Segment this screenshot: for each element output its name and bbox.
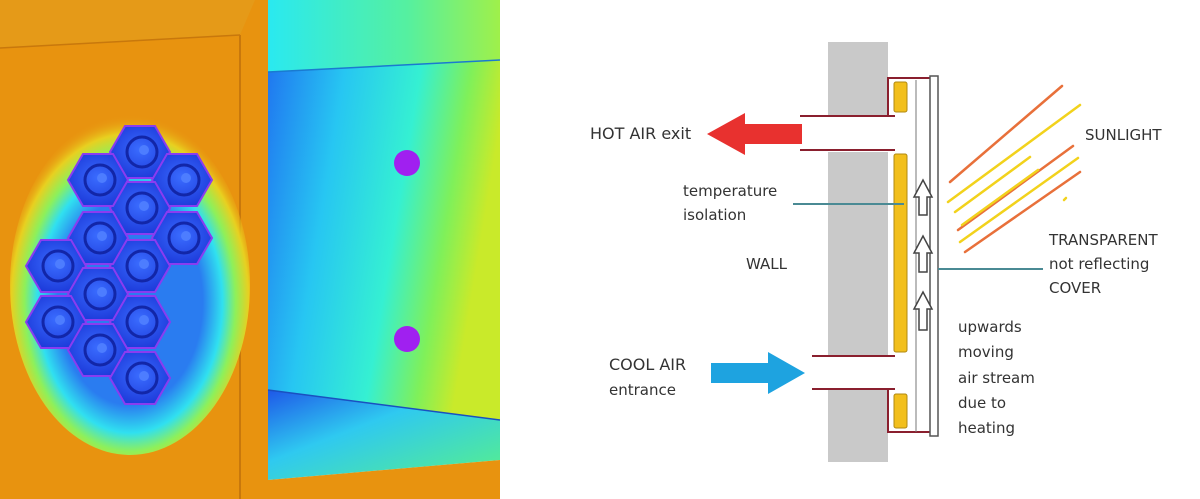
- not-reflecting-label: not reflecting: [1049, 255, 1149, 273]
- wall-block-bottom: [828, 390, 888, 462]
- hex-panel-hub: [97, 173, 107, 183]
- hex-panel-hub: [97, 287, 107, 297]
- hex-panel-hub: [139, 371, 149, 381]
- hex-panel-fan-ring: [83, 221, 117, 255]
- isolation-label: isolation: [683, 206, 746, 224]
- right-wall-surface: [268, 0, 500, 420]
- wall-block-middle: [828, 152, 888, 356]
- hex-panel-fan-ring: [125, 191, 159, 225]
- sun-ray-7: [960, 168, 1040, 227]
- hexagonal-panel-cluster: [24, 125, 214, 405]
- right-wall-lower-frame: [268, 460, 500, 499]
- transparent-label: TRANSPARENT: [1048, 231, 1158, 249]
- hex-panel-fan-ring: [83, 163, 117, 197]
- absorber-bottom: [893, 393, 908, 429]
- sun-ray-3: [953, 155, 1032, 214]
- sun-ray-6: [963, 170, 1082, 254]
- cool-air-label: COOL AIR: [609, 355, 686, 374]
- hex-panel-hub: [55, 315, 65, 325]
- transparent-cover: [929, 75, 939, 437]
- sunlight-label: SUNLIGHT: [1085, 126, 1162, 144]
- hex-panel-fan-ring: [41, 249, 75, 283]
- hex-panel-fan-ring: [41, 305, 75, 339]
- hex-panel-fan-ring: [125, 249, 159, 283]
- hex-panel-fan-ring: [83, 277, 117, 311]
- wall-block-top: [828, 42, 888, 116]
- absorber-top: [893, 81, 908, 113]
- right-wall-top-band: [268, 0, 500, 72]
- airflow-up-arrow-3: [912, 290, 934, 331]
- hex-panel-fan-ring: [125, 305, 159, 339]
- facade-collector-diagram: HOT AIR exit SUNLIGHT temperature isolat…: [590, 42, 1162, 462]
- thermal-simulation-render: [0, 0, 500, 499]
- collector-housing-top: [887, 77, 930, 116]
- cover-label: COVER: [1049, 279, 1101, 297]
- right-wall-corner-line: [267, 59, 500, 73]
- upwards-label-1: upwards: [958, 318, 1022, 336]
- sun-ray-dot: [1062, 196, 1068, 202]
- hex-panel-fan-ring: [167, 221, 201, 255]
- right-wall-floor-line: [267, 389, 500, 421]
- hex-panel-hub: [139, 315, 149, 325]
- left-wall-top-edge: [0, 0, 255, 48]
- hex-panel-hub: [55, 259, 65, 269]
- temperature-label: temperature: [683, 182, 777, 200]
- hex-panel-hub: [97, 231, 107, 241]
- hot-air-label: HOT AIR exit: [590, 124, 691, 143]
- hex-panel-fan-ring: [125, 361, 159, 395]
- airflow-up-arrow-2: [912, 234, 934, 273]
- hex-panel-hub: [139, 145, 149, 155]
- sensor-dot-lower: [394, 326, 420, 352]
- entrance-label: entrance: [609, 381, 676, 399]
- hex-panel-hub: [139, 201, 149, 211]
- hex-panel-hub: [181, 231, 191, 241]
- airflow-up-arrow-1: [912, 178, 934, 216]
- absorber-main: [893, 153, 908, 353]
- hex-panel-hub: [139, 259, 149, 269]
- upwards-label-2: moving: [958, 343, 1014, 361]
- upwards-label-5: heating: [958, 419, 1015, 437]
- hex-panel-fan-ring: [167, 163, 201, 197]
- hex-panel-fan-ring: [83, 333, 117, 367]
- hex-panel-hub: [181, 173, 191, 183]
- sun-ray-5: [958, 156, 1080, 244]
- upwards-label-3: air stream: [958, 369, 1035, 387]
- upwards-label-4: due to: [958, 394, 1006, 412]
- sun-ray-2: [946, 103, 1082, 204]
- hot-air-arrow: [707, 113, 802, 155]
- sun-ray-1: [948, 84, 1064, 184]
- sun-ray-4: [956, 144, 1075, 232]
- wall-label: WALL: [746, 255, 788, 273]
- sensor-dot-upper: [394, 150, 420, 176]
- cool-air-arrow: [711, 352, 805, 394]
- hex-panel-fan-ring: [125, 135, 159, 169]
- hex-panel-hub: [97, 343, 107, 353]
- wall-top-edge-line: [0, 34, 241, 49]
